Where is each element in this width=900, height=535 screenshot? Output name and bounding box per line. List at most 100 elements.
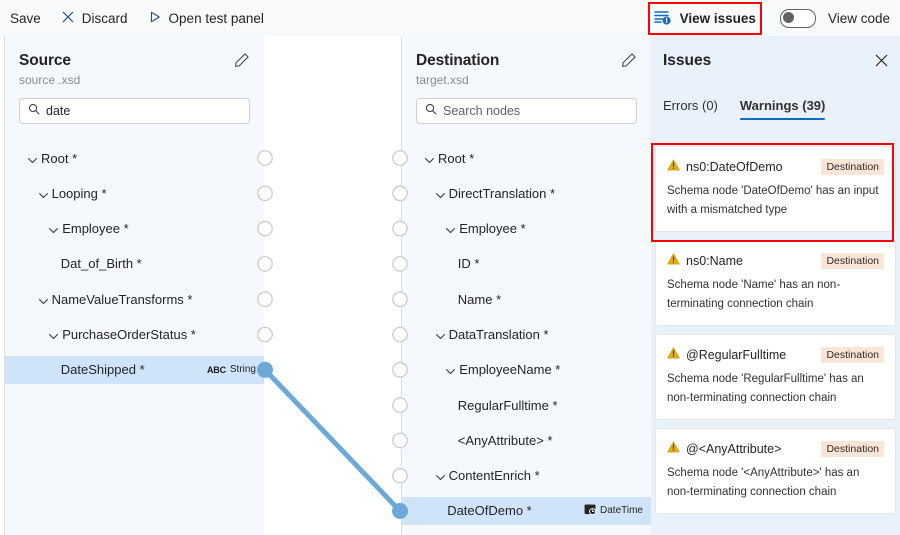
mapping-canvas[interactable] bbox=[264, 36, 400, 535]
source-subtitle: source .xsd bbox=[19, 73, 81, 87]
tree-node-label: PurchaseOrderStatus * bbox=[62, 326, 196, 342]
search-icon bbox=[28, 102, 40, 120]
source-panel: Source source .xsd date Root * Looping * E… bbox=[4, 36, 265, 535]
issues-list-icon bbox=[653, 9, 672, 28]
play-icon bbox=[148, 10, 162, 27]
tree-node[interactable]: Root * bbox=[5, 144, 264, 172]
chevron-down-icon[interactable] bbox=[48, 329, 59, 340]
tree-node[interactable]: Dat_of_Birth * bbox=[5, 250, 264, 278]
chevron-down-icon[interactable] bbox=[38, 294, 49, 305]
close-issues-icon[interactable] bbox=[874, 53, 889, 68]
content-area: Source source .xsd date Root * Looping * E… bbox=[0, 36, 900, 535]
tree-node-label: EmployeeName * bbox=[459, 362, 561, 378]
tree-node-label: NameValueTransforms * bbox=[51, 291, 193, 307]
open-test-panel-label: Open test panel bbox=[168, 10, 264, 26]
issue-node-name: @RegularFulltime bbox=[686, 347, 787, 362]
tree-node[interactable]: Employee * bbox=[5, 215, 264, 243]
tree-node-label: Looping * bbox=[51, 185, 107, 201]
edit-destination-schema-icon[interactable] bbox=[621, 52, 637, 68]
tree-node[interactable]: ID * bbox=[402, 250, 651, 278]
calendar-clock-icon bbox=[584, 502, 597, 520]
tree-node-label: Employee * bbox=[62, 221, 129, 237]
close-icon bbox=[61, 10, 75, 27]
tree-node[interactable]: Employee * bbox=[402, 215, 651, 243]
tree-node-type-chip: DateTime bbox=[584, 502, 643, 520]
warning-icon bbox=[667, 441, 680, 456]
issue-node-name: ns0:Name bbox=[686, 253, 743, 268]
tree-node-label: DateShipped * bbox=[60, 362, 145, 378]
destination-subtitle: target.xsd bbox=[416, 73, 469, 87]
source-panel-header: Source source .xsd date bbox=[5, 36, 264, 124]
issues-title: Issues bbox=[663, 52, 712, 69]
tree-node[interactable]: RegularFulltime * bbox=[402, 391, 651, 419]
issue-card-title: @RegularFulltime bbox=[667, 347, 786, 362]
tree-node[interactable]: <AnyAttribute> * bbox=[402, 426, 651, 454]
view-code-label: View code bbox=[827, 10, 890, 26]
tree-node[interactable]: EmployeeName * bbox=[402, 356, 651, 384]
tree-node[interactable]: Name * bbox=[402, 285, 651, 313]
chevron-down-icon[interactable] bbox=[48, 223, 59, 234]
tree-node-label: RegularFulltime * bbox=[457, 397, 558, 413]
search-icon bbox=[425, 102, 437, 120]
issue-card-title: @<AnyAttribute> bbox=[667, 441, 781, 456]
destination-panel: Destination target.xsd Search nodes Root… bbox=[401, 36, 652, 535]
tree-node[interactable]: Root * bbox=[402, 144, 651, 172]
chevron-down-icon[interactable] bbox=[424, 153, 435, 164]
warning-icon bbox=[667, 347, 680, 362]
chevron-down-icon[interactable] bbox=[445, 223, 456, 234]
tree-node-label: DataTranslation * bbox=[448, 326, 549, 342]
tree-node-label: Dat_of_Birth * bbox=[60, 256, 142, 272]
discard-button[interactable]: Discard bbox=[51, 0, 138, 36]
save-button[interactable]: Save bbox=[0, 0, 51, 36]
tree-node-label: <AnyAttribute> * bbox=[457, 432, 553, 448]
source-search-value: date bbox=[46, 104, 71, 118]
tree-node[interactable]: PurchaseOrderStatus * bbox=[5, 320, 264, 348]
issue-scope-badge: Destination bbox=[821, 253, 884, 269]
chevron-down-icon[interactable] bbox=[445, 364, 456, 375]
tree-node-label: ID * bbox=[457, 256, 480, 272]
tree-node-label: ContentEnrich * bbox=[448, 468, 540, 484]
issues-header: Issues bbox=[651, 36, 900, 70]
issue-scope-badge: Destination bbox=[821, 159, 884, 175]
issue-description: Schema node 'RegularFulltime' has an non… bbox=[667, 373, 864, 404]
issues-tab[interactable]: Errors (0) bbox=[663, 98, 718, 113]
save-label: Save bbox=[10, 10, 41, 26]
destination-panel-header: Destination target.xsd Search nodes bbox=[402, 36, 651, 124]
source-search-input[interactable]: date bbox=[19, 98, 250, 124]
view-code-toggle[interactable] bbox=[779, 8, 816, 28]
open-test-panel-button[interactable]: Open test panel bbox=[138, 0, 274, 36]
tree-node-type-label: String bbox=[229, 364, 256, 376]
edit-source-schema-icon[interactable] bbox=[234, 52, 250, 68]
abc-string-icon: ABC bbox=[206, 364, 226, 375]
toolbar-right-group: View issues View code bbox=[644, 4, 900, 32]
tree-node[interactable]: DataTranslation * bbox=[402, 320, 651, 348]
tree-node[interactable]: DateOfDemo *DateTime bbox=[402, 496, 651, 525]
tree-node[interactable]: Looping * bbox=[5, 179, 264, 207]
issue-card-header: ns0:Name Destination bbox=[667, 253, 884, 269]
tree-node[interactable]: NameValueTransforms * bbox=[5, 285, 264, 313]
destination-title: Destination bbox=[416, 52, 500, 69]
destination-search-input[interactable]: Search nodes bbox=[416, 98, 637, 124]
chevron-down-icon[interactable] bbox=[435, 188, 446, 199]
tree-node-type-label: DateTime bbox=[600, 505, 643, 517]
tree-node[interactable]: DirectTranslation * bbox=[402, 179, 651, 207]
issues-tab[interactable]: Warnings (39) bbox=[739, 98, 826, 120]
issue-card-header: @<AnyAttribute> Destination bbox=[667, 441, 884, 457]
tree-node-label: Root * bbox=[41, 150, 78, 166]
chevron-down-icon[interactable] bbox=[435, 470, 446, 481]
chevron-down-icon[interactable] bbox=[38, 188, 49, 199]
issues-panel: Issues Errors (0) Warnings (39) ns0:DateO… bbox=[651, 36, 900, 535]
chevron-down-icon[interactable] bbox=[435, 329, 446, 340]
view-issues-button[interactable]: View issues bbox=[644, 4, 766, 32]
issue-scope-badge: Destination bbox=[821, 441, 884, 457]
tree-node[interactable]: ContentEnrich * bbox=[402, 462, 651, 490]
view-issues-label: View issues bbox=[679, 10, 756, 26]
chevron-down-icon[interactable] bbox=[27, 153, 38, 164]
